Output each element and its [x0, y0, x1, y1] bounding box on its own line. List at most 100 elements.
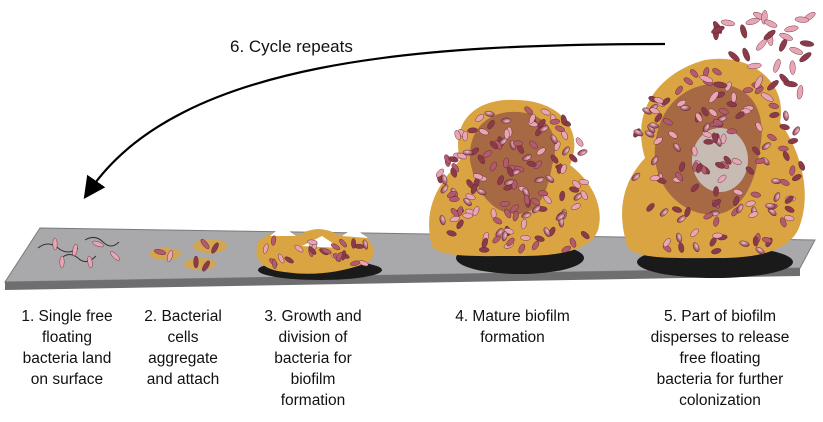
bacterium-cell: [769, 112, 780, 118]
stage-5-label-line: free floating: [679, 350, 761, 367]
bacterium-cell: [462, 149, 474, 156]
bacterium-cell: [478, 128, 489, 136]
stage-2-label-line: 2. Bacterial: [144, 308, 222, 325]
stage-3-label-line: 3. Growth and: [264, 308, 362, 325]
bacterium-cell: [649, 107, 660, 114]
bacterium-cell: [742, 87, 754, 93]
bacterium-cell: [510, 204, 520, 213]
bacterium-cell: [711, 248, 722, 255]
stage-1-label-line: 1. Single free: [21, 308, 113, 325]
bacterium-cell: [545, 174, 555, 183]
bacterium-cell: [526, 160, 537, 167]
bacterium-cell: [478, 246, 490, 253]
bacterium-cell: [711, 132, 718, 143]
stage-5-dispersing-biofilm-illustration: [622, 58, 805, 278]
stage-2-label-line: aggregate: [148, 350, 218, 367]
bacterium-cell: [773, 192, 781, 202]
bacterium-cell: [529, 140, 538, 149]
bacterium-cell: [571, 203, 581, 211]
bacterium-cell: [792, 174, 802, 182]
bacterium-cell: [675, 85, 683, 95]
bacterium-cell: [520, 235, 531, 241]
bacterium-cell: [475, 114, 485, 123]
bacterium-cell: [537, 119, 546, 128]
bacterium-cell: [294, 244, 304, 253]
bacterium-cell: [335, 252, 343, 262]
bacterium-cell: [487, 120, 495, 130]
bacterium-cell: [784, 195, 794, 204]
bacterium-cell: [712, 199, 722, 207]
bacterium-cell: [675, 171, 683, 182]
bacterium-cell: [110, 251, 120, 261]
bacterium-cell: [713, 216, 720, 227]
bacterium-cell: [506, 237, 515, 247]
bacterium-cell: [720, 133, 727, 145]
bacterium-cell: [271, 235, 277, 246]
bacterium-cell: [783, 215, 795, 222]
dispersing-bacteria: [699, 10, 816, 104]
bacterium-cell: [702, 122, 710, 133]
bacterium-cell: [690, 69, 699, 78]
bacterium-cell: [696, 163, 703, 174]
bacterium-cell: [492, 217, 503, 225]
bacterium-cell: [789, 165, 796, 176]
surface-front-edge: [5, 268, 800, 290]
bacterium-cell: [521, 212, 532, 219]
bacterium-cell: [779, 179, 790, 186]
bacterium-cell: [701, 131, 712, 138]
bacterium-cell: [676, 232, 683, 243]
bacterium-cell: [717, 174, 727, 183]
bacterium-cell: [550, 154, 559, 164]
bacterium-cell: [503, 128, 510, 140]
stage-1-label-line: on surface: [30, 371, 104, 388]
bacterium-cell: [193, 255, 199, 269]
bacterium-cell: [580, 190, 588, 201]
bacterium-cell: [695, 112, 703, 123]
bacterium-cell: [649, 175, 661, 181]
bacterium-cell: [783, 110, 789, 121]
bacterium-cell: [555, 125, 565, 133]
bacterium-cell: [572, 180, 581, 189]
bacterium-cell: [560, 114, 567, 125]
cycle-repeats-label: 6. Cycle repeats: [230, 37, 353, 56]
bacterium-cell: [504, 179, 515, 186]
bacterium-cell: [663, 118, 673, 126]
bacterium-cell: [755, 158, 766, 164]
bacterium-cell: [263, 243, 269, 254]
bacterium-cell: [350, 260, 361, 266]
bacterium-cell: [569, 237, 577, 248]
bacterium-cell: [449, 196, 460, 202]
bacterium-cell: [789, 60, 796, 75]
bacterium-cell: [211, 242, 219, 254]
bacterium-cell: [690, 228, 699, 238]
bacterium-cell: [449, 216, 460, 223]
bacterium-cell: [654, 113, 663, 123]
bacterium-cell: [676, 99, 687, 107]
bacterium-cell: [691, 145, 698, 157]
bacterium-cell: [761, 142, 771, 150]
bacterium-cell: [780, 217, 787, 228]
bacterium-cell: [671, 206, 682, 213]
bacterium-cell: [351, 238, 356, 249]
bacterium-cell: [536, 147, 546, 156]
bacterium-cell: [533, 160, 543, 169]
bacterium-cell: [499, 201, 511, 207]
bacterium-cell: [783, 80, 798, 88]
bacterium-cell: [633, 129, 644, 137]
stage-1-label-line: bacteria land: [22, 350, 112, 367]
bacterium-cell: [644, 130, 655, 138]
bacterium-cell: [457, 152, 468, 160]
bacterium-cell: [661, 97, 671, 106]
bacterium-cell: [715, 161, 725, 169]
bacterium-cell: [778, 145, 789, 152]
bacterium-cell: [659, 208, 669, 217]
bacterium-cell: [703, 139, 714, 145]
bacterium-cell: [492, 234, 501, 244]
bacterium-cell: [578, 179, 590, 185]
stage-5-label-line: 5. Part of biofilm: [664, 308, 776, 325]
